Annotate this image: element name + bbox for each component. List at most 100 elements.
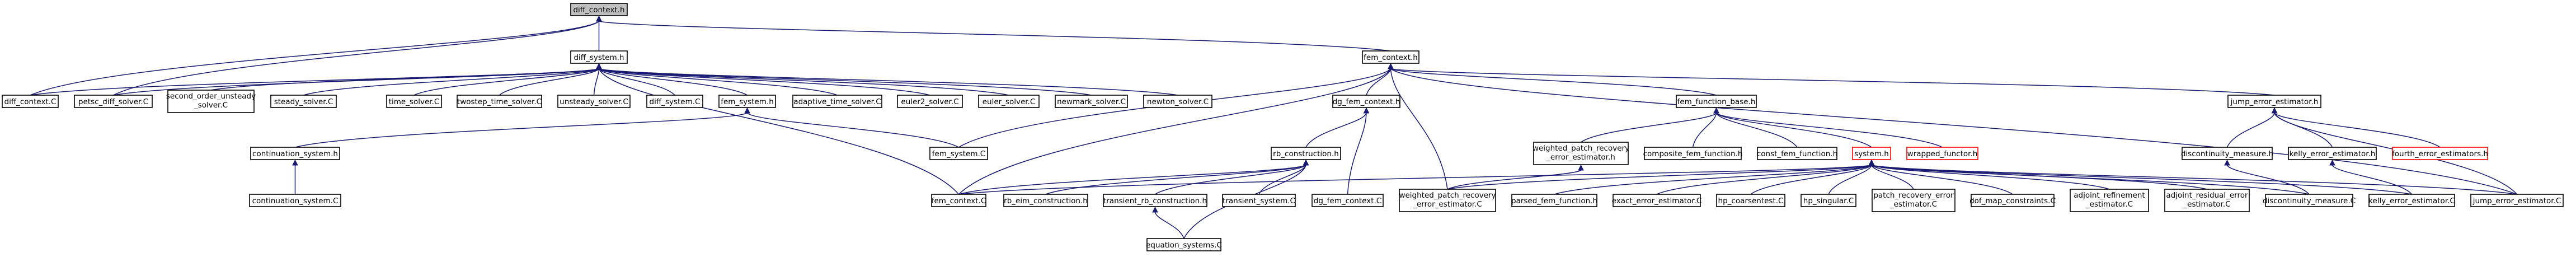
node-label: wrapped_functor.h xyxy=(1907,149,1978,158)
node-label: continuation_system.C xyxy=(252,197,339,205)
node-diff-system-h[interactable]: diff_system.h xyxy=(570,50,628,64)
node-diff-system-c[interactable]: diff_system.C xyxy=(646,95,703,108)
edge-jump-error-estimator-c-to-jump-error-estimator-h xyxy=(2271,107,2518,195)
node-euler2-solver-c[interactable]: euler2_solver.C xyxy=(897,95,963,108)
node-box xyxy=(1906,147,1978,160)
node-petsc-diff-solver-c[interactable]: petsc_diff_solver.C xyxy=(74,95,153,108)
node-label: euler_solver.C xyxy=(983,97,1036,106)
node-label: _solver.C xyxy=(194,101,228,110)
node-fem-system-h[interactable]: fem_system.h xyxy=(718,95,776,108)
node-discontinuity-measure-h[interactable]: discontinuity_measure.h xyxy=(2181,147,2273,160)
node-newmark-solver-c[interactable]: newmark_solver.C xyxy=(1055,95,1128,108)
edge-twostep-time-solver-c-to-diff-system-h xyxy=(499,63,602,96)
node-adjoint-residual-error-estimator-c[interactable]: adjoint_residual_error_estimator.C xyxy=(2164,189,2250,212)
edge-hp-singular-c-to-system-h xyxy=(1828,159,1875,195)
node-discontinuity-measure-c[interactable]: discontinuity_measure.C xyxy=(2263,194,2356,207)
node-weighted-patch-recovery-error-estimator-h[interactable]: weighted_patch_recovery_error_estimator.… xyxy=(1533,142,1629,165)
edge-hp-coarsentest-c-to-system-h xyxy=(1750,159,1875,195)
edge-jump-error-estimator-c-to-fem-context-h xyxy=(1388,63,2517,195)
node-hp-singular-c[interactable]: hp_singular.C xyxy=(1801,194,1856,207)
node-weighted-patch-recovery-error-estimator-c[interactable]: weighted_patch_recovery_error_estimator.… xyxy=(1399,189,1496,212)
node-kelly-error-estimator-c[interactable]: kelly_error_estimator.C xyxy=(2368,194,2455,207)
node-fem-context-c[interactable]: fem_context.C xyxy=(931,194,986,207)
node-label: patch_recovery_error xyxy=(1873,191,1954,200)
edge-weighted-patch-recovery-error-estimator-c-to-fem-context-h xyxy=(1388,63,1448,190)
edge-continuation-system-c-to-continuation-system-h xyxy=(292,159,298,195)
node-system-h[interactable]: system.h xyxy=(1852,147,1891,160)
node-label: transient_system.C xyxy=(1223,197,1295,205)
node-box xyxy=(570,50,628,64)
node-twostep-time-solver-c[interactable]: twostep_time_solver.C xyxy=(457,95,542,108)
node-diff-context-c[interactable]: diff_context.C xyxy=(2,95,59,108)
node-diff-context-h: diff_context.h xyxy=(570,3,628,16)
node-label: petsc_diff_solver.C xyxy=(78,97,148,106)
edge-fem-context-c-to-rb-construction-h xyxy=(958,159,1309,195)
node-composite-fem-function-h[interactable]: composite_fem_function.h xyxy=(1643,147,1743,160)
node-patch-recovery-error-estimator-c[interactable]: patch_recovery_error_estimator.C xyxy=(1872,189,1955,212)
node-box xyxy=(2288,147,2377,160)
node-steady-solver-c[interactable]: steady_solver.C xyxy=(270,95,337,108)
node-continuation-system-c[interactable]: continuation_system.C xyxy=(249,194,341,207)
edge-jump-error-estimator-h-to-fem-context-h xyxy=(1388,63,2275,96)
node-kelly-error-estimator-h[interactable]: kelly_error_estimator.h xyxy=(2288,147,2377,160)
edge-wrapped-functor-h-to-fem-function-base-h xyxy=(1713,107,1943,148)
node-fem-system-c[interactable]: fem_system.C xyxy=(929,147,988,160)
node-second-order-unsteady-solver-c[interactable]: second_order_unsteady_solver.C xyxy=(166,90,256,113)
node-euler-solver-c[interactable]: euler_solver.C xyxy=(978,95,1040,108)
edge-parsed-fem-function-h-to-system-h xyxy=(1554,159,1875,195)
node-adaptive-time-solver-c[interactable]: adaptive_time_solver.C xyxy=(792,95,882,108)
node-box xyxy=(2392,147,2488,160)
node-jump-error-estimator-c[interactable]: jump_error_estimator.C xyxy=(2470,194,2564,207)
node-const-fem-function-h[interactable]: const_fem_function.h xyxy=(1757,147,1837,160)
node-box xyxy=(646,95,703,108)
edge-jump-error-estimator-c-to-system-h xyxy=(1868,159,2517,195)
node-label: fem_context.C xyxy=(932,197,986,205)
node-hp-coarsentest-c[interactable]: hp_coarsentest.C xyxy=(1716,194,1785,207)
node-equation-systems-c[interactable]: equation_systems.C xyxy=(1146,238,1222,251)
node-label: weighted_patch_recovery xyxy=(1533,144,1629,153)
node-label: dof_map_constraints.C xyxy=(1969,197,2056,205)
node-wrapped-functor-h[interactable]: wrapped_functor.h xyxy=(1906,147,1978,160)
node-box xyxy=(718,95,776,108)
node-box xyxy=(2265,194,2353,207)
node-label: euler2_solver.C xyxy=(901,97,958,106)
node-label: diff_system.h xyxy=(574,53,624,62)
node-box xyxy=(1399,189,1496,212)
node-transient-rb-construction-h[interactable]: transient_rb_construction.h xyxy=(1103,194,1207,207)
node-label: discontinuity_measure.h xyxy=(2181,149,2273,158)
node-rb-eim-construction-h[interactable]: rb_eim_construction.h xyxy=(1003,194,1088,207)
node-box xyxy=(1533,142,1629,165)
node-box xyxy=(1716,194,1785,207)
node-label: system.h xyxy=(1854,149,1889,158)
node-box xyxy=(897,95,963,108)
node-fourth-error-estimators-h[interactable]: fourth_error_estimators.h xyxy=(2392,147,2488,160)
edge-const-fem-function-h-to-fem-function-base-h xyxy=(1713,107,1798,148)
node-time-solver-c[interactable]: time_solver.C xyxy=(386,95,442,108)
node-box xyxy=(2368,194,2455,207)
node-box xyxy=(2182,147,2273,160)
node-label: diff_context.h xyxy=(573,6,624,15)
edge-fem-system-c-to-fem-system-h xyxy=(744,107,959,148)
node-dg-fem-context-c[interactable]: dg_fem_context.C xyxy=(1311,194,1384,207)
node-parsed-fem-function-h[interactable]: parsed_fem_function.h xyxy=(1511,194,1597,207)
node-dg-fem-context-h[interactable]: dg_fem_context.h xyxy=(1332,95,1400,108)
node-rb-construction-h[interactable]: rb_construction.h xyxy=(1271,147,1341,160)
node-label: continuation_system.h xyxy=(252,149,338,158)
node-label: second_order_unsteady xyxy=(166,92,256,101)
edge-rb-eim-construction-h-to-rb-construction-h xyxy=(1045,159,1309,195)
node-label: parsed_fem_function.h xyxy=(1511,197,1597,205)
node-transient-system-c[interactable]: transient_system.C xyxy=(1222,194,1296,207)
node-exact-error-estimator-c[interactable]: exact_error_estimator.C xyxy=(1612,194,1702,207)
node-continuation-system-h[interactable]: continuation_system.h xyxy=(250,147,340,160)
edge-newton-solver-c-to-diff-system-h xyxy=(596,63,1178,96)
node-newton-solver-c[interactable]: newton_solver.C xyxy=(1143,95,1212,108)
node-adjoint-refinement-estimator-c[interactable]: adjoint_refinement_estimator.C xyxy=(2070,189,2149,212)
edge-weighted-patch-recovery-error-estimator-h-to-fem-function-base-h xyxy=(1581,107,1719,143)
node-unsteady-solver-c[interactable]: unsteady_solver.C xyxy=(557,95,631,108)
node-box xyxy=(1143,95,1212,108)
node-dof-map-constraints-c[interactable]: dof_map_constraints.C xyxy=(1969,194,2056,207)
node-jump-error-estimator-h[interactable]: jump_error_estimator.h xyxy=(2227,95,2321,108)
node-fem-function-base-h[interactable]: fem_function_base.h xyxy=(1676,95,1757,108)
node-fem-context-h[interactable]: fem_context.h xyxy=(1362,50,1419,64)
